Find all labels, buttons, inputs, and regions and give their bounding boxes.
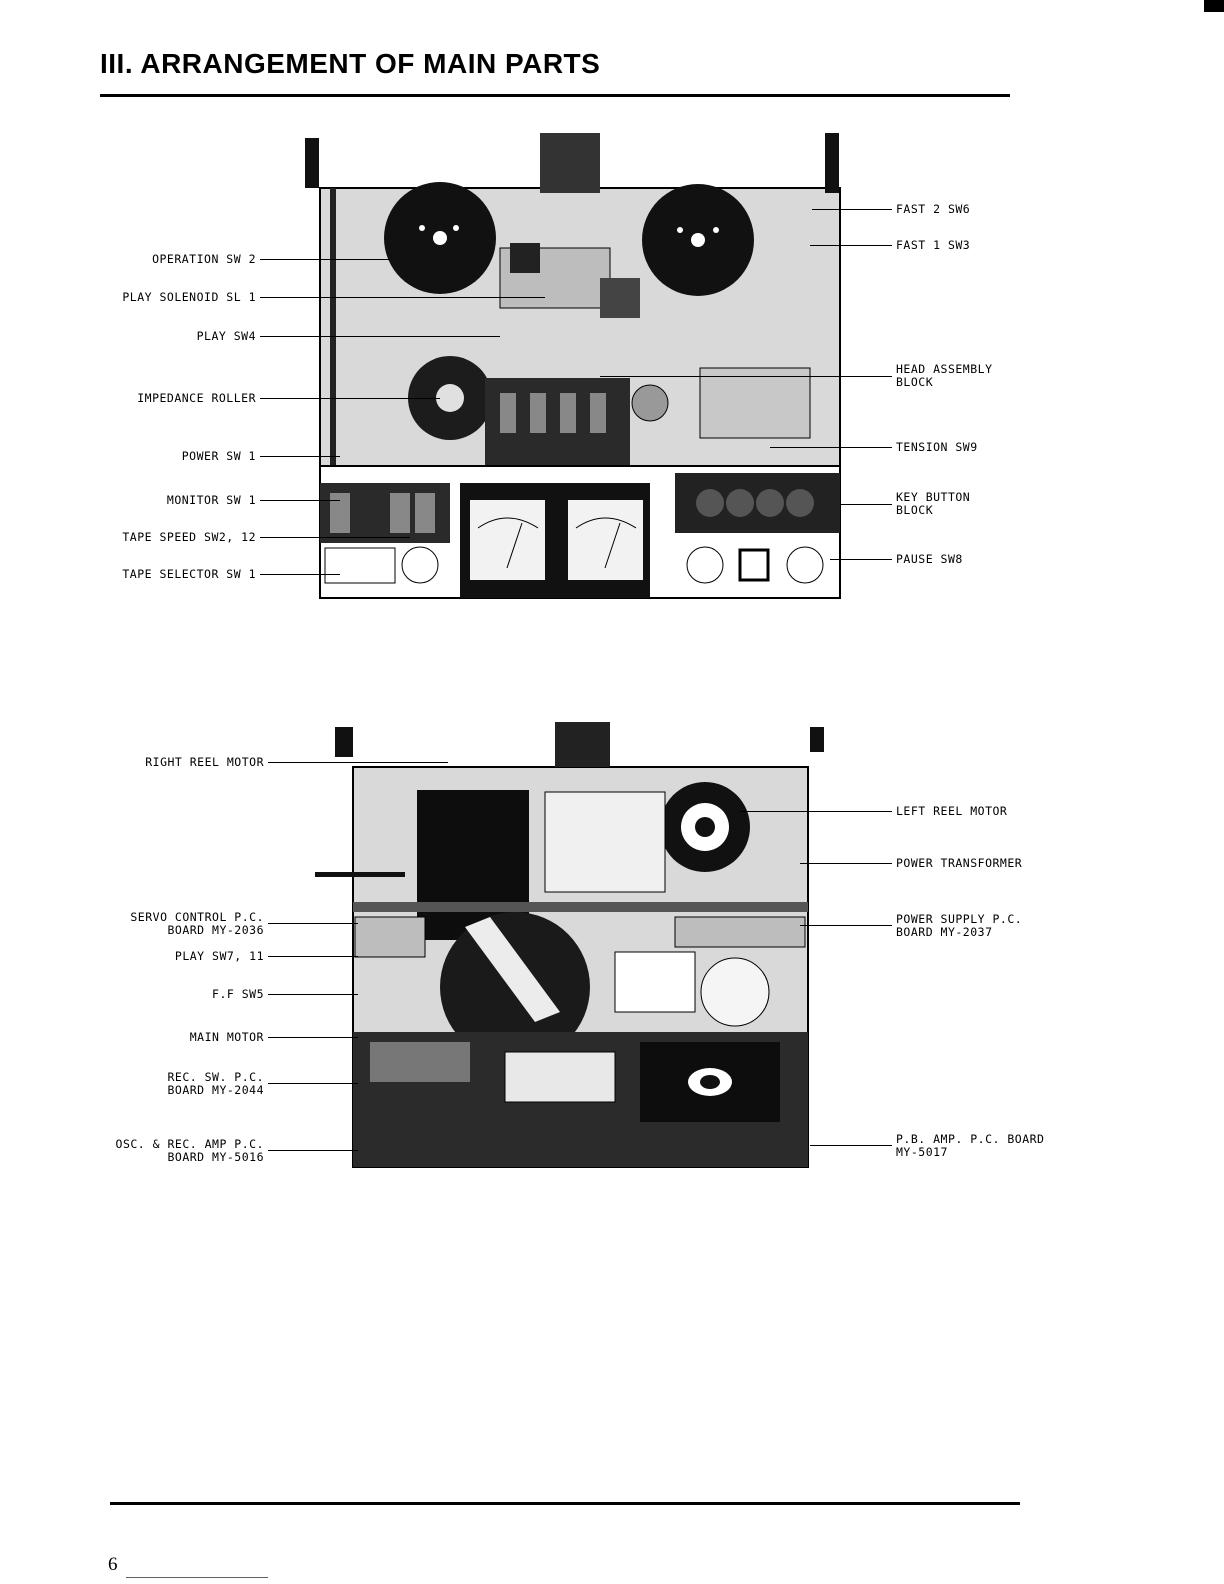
label-monitor-sw1: MONITOR SW 1	[166, 493, 256, 507]
footer-link-underline	[126, 1577, 268, 1578]
leader-left-reel-motor	[740, 811, 892, 812]
label-tension-sw9: TENSION SW9	[896, 440, 978, 454]
leader-rec-sw-pc-board	[268, 1083, 358, 1084]
leader-play-sw7-11	[268, 956, 358, 957]
footer-rule	[110, 1502, 1020, 1505]
leader-right-reel-motor	[268, 762, 448, 763]
page-edge-mark	[1204, 0, 1224, 12]
label-play-sw4: PLAY SW4	[196, 329, 256, 343]
leader-main-motor	[268, 1037, 358, 1038]
leader-tape-selector-sw1	[260, 574, 340, 575]
label-right-reel-motor: RIGHT REEL MOTOR	[145, 755, 264, 769]
header-rule	[100, 94, 1010, 97]
label-rec-sw-pc-board: REC. SW. P.C. BOARD MY-2044	[167, 1070, 264, 1097]
leader-key-button-block	[840, 504, 892, 505]
leader-monitor-sw1	[260, 500, 340, 501]
label-head-assembly-block: HEAD ASSEMBLY BLOCK	[896, 362, 993, 389]
label-fast1-sw3: FAST 1 SW3	[896, 238, 971, 252]
bottom-chassis-illustration	[315, 722, 824, 1168]
leader-play-sw4	[260, 336, 500, 337]
leader-power-supply-pc-board	[800, 925, 892, 926]
top-deck-illustration	[305, 133, 841, 599]
leader-pb-amp-pc-board	[810, 1145, 892, 1146]
label-power-supply-pc-board: POWER SUPPLY P.C. BOARD MY-2037	[896, 912, 1023, 939]
leader-pause-sw8	[830, 559, 892, 560]
leader-fast2-sw6	[812, 209, 892, 210]
label-tape-selector-sw1: TAPE SELECTOR SW 1	[122, 567, 256, 581]
label-key-button-block: KEY BUTTON BLOCK	[896, 490, 971, 517]
label-play-sw7-11: PLAY SW7, 11	[174, 949, 264, 963]
label-play-solenoid-sl1: PLAY SOLENOID SL 1	[122, 290, 256, 304]
leader-power-transformer	[800, 863, 892, 864]
leader-ff-sw5	[268, 994, 358, 995]
label-fast2-sw6: FAST 2 SW6	[896, 202, 971, 216]
label-impedance-roller: IMPEDANCE ROLLER	[137, 391, 256, 405]
leader-impedance-roller	[260, 398, 440, 399]
label-osc-rec-amp-pc-board: OSC. & REC. AMP P.C. BOARD MY-5016	[115, 1137, 264, 1164]
label-pb-amp-pc-board: P.B. AMP. P.C. BOARD MY-5017	[896, 1132, 1045, 1159]
label-ff-sw5: F.F SW5	[212, 987, 264, 1001]
page-title: III. ARRANGEMENT OF MAIN PARTS	[100, 48, 601, 79]
leader-play-solenoid-sl1	[260, 297, 545, 298]
label-operation-sw2: OPERATION SW 2	[152, 252, 256, 266]
bottom-chassis-photo	[315, 722, 845, 1172]
label-left-reel-motor: LEFT REEL MOTOR	[896, 804, 1008, 818]
label-power-transformer: POWER TRANSFORMER	[896, 856, 1023, 870]
label-power-sw1: POWER SW 1	[181, 449, 256, 463]
leader-operation-sw2	[260, 259, 390, 260]
top-deck-photo	[300, 128, 860, 608]
leader-servo-control-pc-board	[268, 923, 358, 924]
leader-osc-rec-amp-pc-board	[268, 1150, 358, 1151]
label-pause-sw8: PAUSE SW8	[896, 552, 963, 566]
label-main-motor: MAIN MOTOR	[189, 1030, 264, 1044]
leader-fast1-sw3	[810, 245, 892, 246]
page-number: 6	[108, 1554, 118, 1575]
leader-tape-speed-sw2-12	[260, 537, 410, 538]
leader-power-sw1	[260, 456, 340, 457]
leader-tension-sw9	[770, 447, 892, 448]
label-servo-control-pc-board: SERVO CONTROL P.C. BOARD MY-2036	[130, 910, 264, 937]
label-tape-speed-sw2-12: TAPE SPEED SW2, 12	[122, 530, 256, 544]
leader-head-assembly-block	[600, 376, 892, 377]
